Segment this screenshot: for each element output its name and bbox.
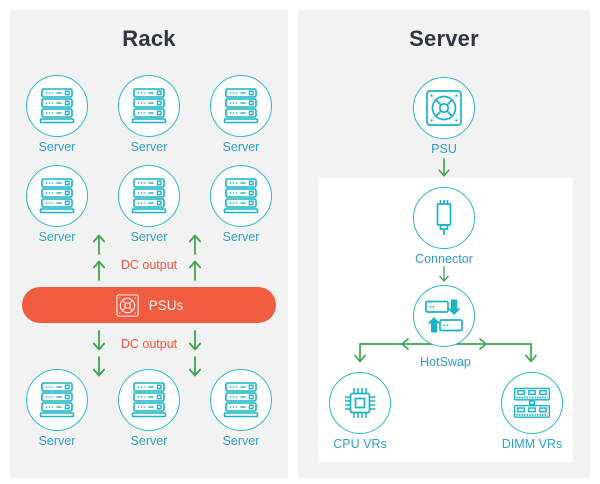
arrow-up-icon (188, 234, 202, 255)
dimm-vrs-label: DIMM VRs (501, 437, 563, 451)
hotswap-icon (425, 298, 463, 334)
server-label: Server (130, 434, 168, 448)
psu-fan-icon (116, 293, 139, 317)
server-label: Server (38, 434, 76, 448)
server-circle (26, 75, 88, 137)
rack-server-node: Server (111, 165, 187, 244)
server-label: Server (222, 230, 260, 244)
server-icon (223, 88, 259, 124)
server-panel: Server PSU Connector (298, 10, 590, 478)
server-circle (118, 75, 180, 137)
rack-panel: Rack Server Server Server Server (10, 10, 288, 478)
dimm-vrs-circle (501, 372, 563, 434)
rack-server-node: Server (111, 369, 187, 448)
psu-circle (413, 77, 475, 139)
server-label: Server (130, 140, 168, 154)
cpu-vrs-label: CPU VRs (333, 437, 387, 451)
connector-icon (436, 199, 452, 236)
server-circle (210, 75, 272, 137)
arrow-up-icon (92, 234, 106, 255)
cpu-chip-icon (344, 387, 376, 419)
server-icon (131, 382, 167, 418)
server-label: Server (222, 140, 260, 154)
server-circle (210, 369, 272, 431)
server-circle (210, 165, 272, 227)
server-icon (223, 382, 259, 418)
arrow-down-icon (438, 158, 450, 177)
server-internal-box: Connector HotSwap (318, 178, 573, 462)
connector-node: Connector (406, 187, 482, 266)
server-icon (131, 178, 167, 214)
dimm-vrs-node: DIMM VRs (494, 372, 570, 451)
psu-node: PSU (406, 77, 482, 156)
dc-output-bottom-label: DC output (120, 337, 178, 351)
server-label: Server (38, 140, 76, 154)
server-icon (131, 88, 167, 124)
server-label: Server (130, 230, 168, 244)
server-circle (118, 165, 180, 227)
server-circle (118, 369, 180, 431)
server-label: Server (222, 434, 260, 448)
psus-bar-label: PSUs (148, 297, 184, 313)
dc-output-top-label: DC output (120, 258, 178, 272)
server-icon (223, 178, 259, 214)
rack-title: Rack (122, 26, 176, 51)
rack-server-node: Server (203, 165, 279, 244)
hotswap-circle (413, 285, 475, 347)
connector-circle (413, 187, 475, 249)
server-icon (39, 382, 75, 418)
rack-server-node: Server (203, 75, 279, 154)
server-icon (39, 178, 75, 214)
cpu-vrs-node: CPU VRs (322, 372, 398, 451)
server-circle (26, 369, 88, 431)
psu-label: PSU (431, 142, 457, 156)
server-circle (26, 165, 88, 227)
rack-server-node: Server (19, 165, 95, 244)
cpu-vrs-circle (329, 372, 391, 434)
psu-fan-icon (426, 90, 462, 126)
rack-server-node: Server (203, 369, 279, 448)
rack-server-node: Server (19, 369, 95, 448)
server-title: Server (409, 26, 479, 51)
rack-server-node: Server (111, 75, 187, 154)
dimm-icon (513, 387, 551, 419)
arrow-down-icon (188, 356, 202, 377)
hotswap-node (406, 285, 482, 347)
arrow-down-icon (439, 266, 449, 282)
rack-server-node: Server (19, 75, 95, 154)
hotswap-label: HotSwap (420, 355, 471, 369)
psus-bar: PSUs (22, 287, 276, 323)
connector-label: Connector (415, 252, 473, 266)
server-label: Server (38, 230, 76, 244)
server-icon (39, 88, 75, 124)
